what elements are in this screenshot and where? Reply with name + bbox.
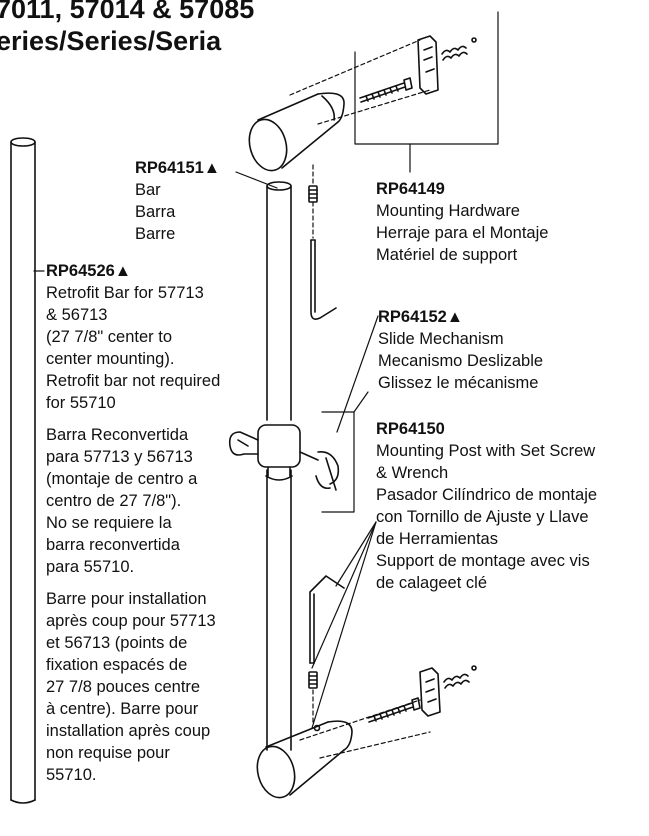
desc-line: para 55710.: [46, 558, 135, 576]
part-desc-es: Mecanismo Deslizable: [378, 352, 544, 370]
desc-line: (27 7/8" center to: [46, 328, 173, 346]
part-number-post: RP64150: [376, 420, 445, 438]
part-desc-en: Mounting Hardware: [376, 202, 520, 220]
part-label-retrofit: RP64526▲ Retrofit Bar for 57713 & 56713 …: [46, 260, 220, 786]
part-number-slide: RP64152▲: [378, 308, 464, 326]
part-desc-fr: Barre: [135, 225, 176, 243]
part-desc-fr: Matériel de support: [376, 246, 518, 264]
part-label-bar: RP64151▲ Bar Barra Barre: [135, 157, 220, 245]
part-number-bar: RP64151▲: [135, 159, 221, 177]
part-desc-line: con Tornillo de Ajuste y Llave: [376, 508, 589, 526]
part-desc-es: Herraje para el Montaje: [376, 224, 549, 242]
retrofit-desc-spanish: Barra Reconvertida para 57713 y 56713 (m…: [46, 424, 220, 578]
slide-mechanism: [228, 424, 340, 491]
part-desc-line: de Herramientas: [376, 530, 498, 548]
desc-line: barra reconvertida: [46, 536, 180, 554]
hex-wrench-bottom: [309, 575, 345, 664]
desc-line: fixation espacés de: [46, 656, 188, 674]
part-desc-es: Barra: [135, 203, 176, 221]
desc-line: 55710.: [46, 766, 97, 784]
part-number-retrofit: RP64526▲: [46, 262, 132, 280]
part-desc-line: Mounting Post with Set Screw: [376, 442, 596, 460]
part-desc-line: & Wrench: [376, 464, 449, 482]
top-mounting-bracket: [248, 92, 345, 172]
bottom-mounting-bracket: [256, 720, 353, 799]
desc-line: Retrofit Bar for 57713: [46, 284, 204, 302]
part-desc-line: Pasador Cilíndrico de montaje: [376, 486, 598, 504]
bottom-hardware: [367, 665, 477, 723]
desc-line: No se requiere la: [46, 514, 172, 532]
part-label-slide: RP64152▲ Slide Mechanism Mecanismo Desli…: [378, 306, 543, 394]
part-desc-en: Slide Mechanism: [378, 330, 504, 348]
top-hardware: [359, 35, 477, 103]
diagram-title-line-2: eries/Series/Seria: [0, 26, 222, 56]
callout-lines: [33, 11, 499, 729]
desc-line: para 57713 y 56713: [46, 448, 193, 466]
desc-line: installation après coup: [46, 722, 211, 740]
desc-line: (montaje de centro a: [46, 470, 198, 488]
diagram-title-line-1: 7011, 57014 & 57085: [0, 0, 255, 24]
desc-line: 27 7/8 pouces centre: [46, 678, 201, 696]
hex-wrench-top: [310, 239, 337, 320]
desc-line: Barre pour installation: [46, 590, 207, 608]
desc-line: center mounting).: [46, 350, 175, 368]
part-desc-line: Support de montage avec vis: [376, 552, 590, 570]
part-label-post: RP64150 Mounting Post with Set Screw & W…: [376, 418, 597, 594]
part-desc-line: de calageet clé: [376, 574, 487, 592]
part-number-hardware: RP64149: [376, 180, 445, 198]
retrofit-desc-french: Barre pour installation après coup pour …: [46, 588, 220, 786]
desc-line: Barra Reconvertida: [46, 426, 189, 444]
desc-line: & 56713: [46, 306, 108, 324]
desc-line: non requise pour: [46, 744, 170, 762]
part-desc-fr: Glissez le mécanisme: [378, 374, 539, 392]
desc-line: Retrofit bar not required: [46, 372, 221, 390]
desc-line: à centre). Barre pour: [46, 700, 199, 718]
desc-line: après coup pour 57713: [46, 612, 216, 630]
slide-bar: [266, 181, 292, 751]
part-label-hardware: RP64149 Mounting Hardware Herraje para e…: [376, 178, 548, 266]
desc-line: for 55710: [46, 394, 116, 412]
desc-line: et 56713 (points de: [46, 634, 188, 652]
desc-line: centro de 27 7/8").: [46, 492, 182, 510]
retrofit-bar: [10, 137, 36, 804]
part-desc-en: Bar: [135, 181, 161, 199]
retrofit-desc-english: Retrofit Bar for 57713 & 56713 (27 7/8" …: [46, 282, 220, 414]
